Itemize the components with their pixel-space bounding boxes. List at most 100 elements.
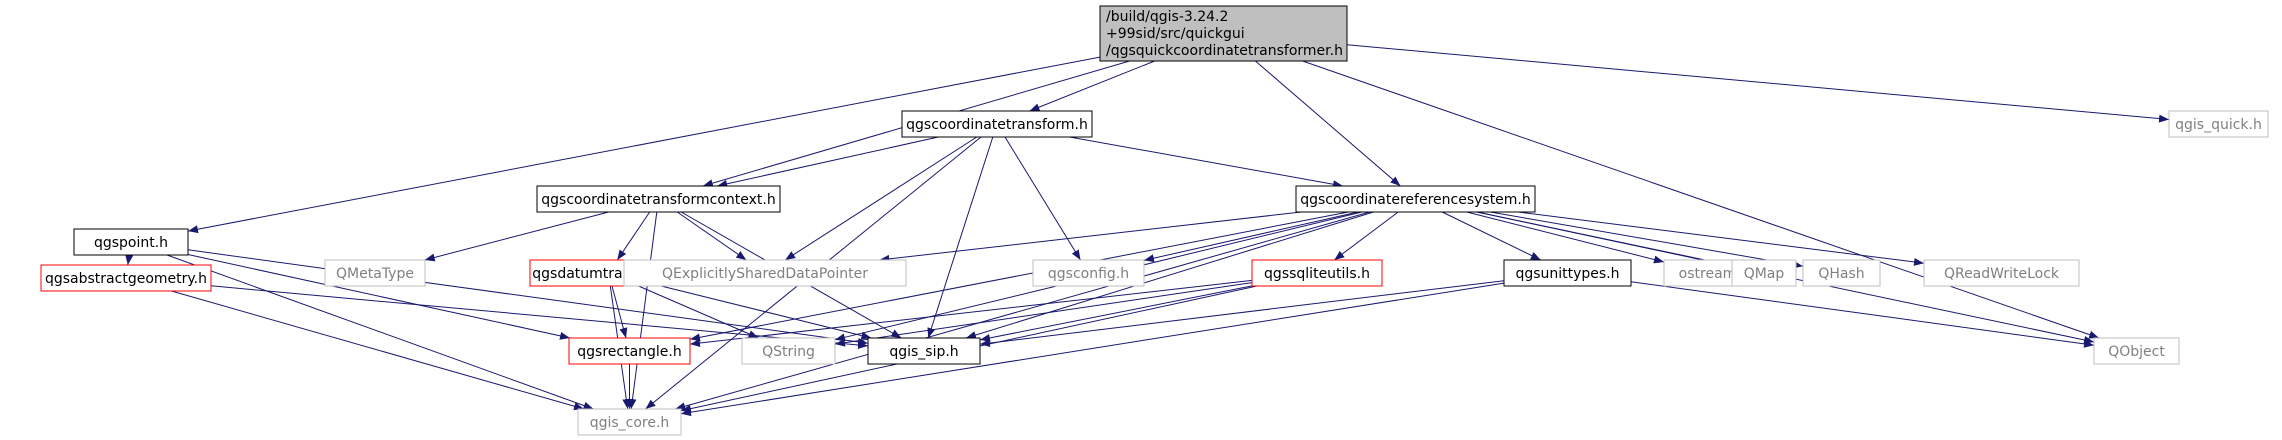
- node-box-qgsunittypes: [1503, 259, 1632, 287]
- node-box-qmap: [1731, 259, 1797, 287]
- node-box-qgsrectangle: [568, 337, 691, 365]
- edge-root-to-qgspoint: [187, 56, 1101, 234]
- node-label-qstring: QString: [762, 344, 815, 360]
- node-label-qgsabstractgeometry: qgsabstractgeometry.h: [45, 271, 207, 287]
- edge-qgscoordinatereferencesystem-to-qhash: [1490, 211, 1804, 269]
- node-qgsconfig[interactable]: qgsconfig.h: [1032, 259, 1145, 287]
- node-root[interactable]: /build/qgis-3.24.2+99sid/src/quickgui/qg…: [1099, 5, 1348, 62]
- edge-qgspoint-to-qgsabstractgeometry: [125, 254, 134, 266]
- node-box-root: [1099, 5, 1348, 62]
- node-qexplicitly[interactable]: QExplicitlySharedDataPointer: [623, 259, 907, 287]
- node-box-qstring: [741, 337, 836, 365]
- edge-qgscoordinatetransformcontext-to-qexplicitly: [676, 211, 747, 261]
- edge-qgscoordinatetransformcontext-to-qmetatype: [424, 211, 609, 262]
- edge-layer: [125, 44, 2170, 417]
- edge-qgscoordinatereferencesystem-to-qgsunittypes: [1441, 211, 1542, 261]
- node-label-root-line-2: /qgsquickcoordinatetransformer.h: [1106, 43, 1343, 59]
- node-label-qgssqliteutils: qgssqliteutils.h: [1264, 266, 1370, 282]
- node-qgssqliteutils[interactable]: qgssqliteutils.h: [1251, 259, 1383, 287]
- edge-root-to-qgis_quick: [1346, 44, 2170, 123]
- edge-qgscoordinatereferencesystem-to-qgssqliteutils: [1333, 211, 1399, 261]
- edge-root-to-qgscoordinatereferencesystem: [1255, 60, 1401, 187]
- node-box-qgspoint: [73, 228, 189, 256]
- edge-qgscoordinatetransformcontext-to-qgis_core: [628, 211, 658, 410]
- node-box-qgis_sip: [867, 337, 981, 365]
- node-label-root-line-1: +99sid/src/quickgui: [1106, 26, 1245, 42]
- node-box-qmetatype: [324, 259, 426, 287]
- edge-qgscoordinatereferencesystem-to-qgsconfig: [1143, 211, 1359, 263]
- edge-root-to-qgscoordinatetransform: [1029, 60, 1155, 112]
- node-qgscoordinatetransform[interactable]: qgscoordinatetransform.h: [901, 110, 1093, 138]
- node-box-qgis_core: [577, 408, 682, 436]
- node-qgscoordinatereferencesystem[interactable]: qgscoordinatereferencesystem.h: [1295, 185, 1536, 213]
- edge-qgsabstractgeometry-to-qgis_sip: [210, 285, 869, 349]
- edge-qgspoint-to-qgsrectangle: [187, 254, 571, 340]
- node-box-qgscoordinatetransform: [901, 110, 1093, 138]
- node-label-qgscoordinatereferencesystem: qgscoordinatereferencesystem.h: [1300, 192, 1531, 208]
- node-label-qgis_quick: qgis_quick.h: [2175, 117, 2262, 133]
- edge-qgscoordinatetransform-to-qexplicitly: [784, 136, 978, 261]
- node-qgis_core[interactable]: qgis_core.h: [577, 408, 682, 436]
- node-qgsabstractgeometry[interactable]: qgsabstractgeometry.h: [40, 264, 212, 292]
- node-qgsunittypes[interactable]: qgsunittypes.h: [1503, 259, 1632, 287]
- node-label-qreadwritelock: QReadWriteLock: [1944, 266, 2060, 282]
- edge-qgspoint-to-qgis_core: [166, 254, 594, 410]
- node-qgspoint[interactable]: qgspoint.h: [73, 228, 189, 256]
- node-label-qgscoordinatetransformcontext: qgscoordinatetransformcontext.h: [541, 192, 775, 208]
- edge-qgsdatumtransform-to-qstring: [638, 285, 759, 339]
- node-layer: /build/qgis-3.24.2+99sid/src/quickgui/qg…: [40, 5, 2269, 436]
- edge-qgssqliteutils-to-qgis_sip: [979, 285, 1253, 342]
- node-box-qgsabstractgeometry: [40, 264, 212, 292]
- node-qgis_quick[interactable]: qgis_quick.h: [2168, 110, 2269, 138]
- node-qmetatype[interactable]: QMetaType: [324, 259, 426, 287]
- node-label-qgspoint: qgspoint.h: [94, 235, 168, 251]
- node-box-qobject: [2093, 337, 2180, 365]
- node-qgscoordinatetransformcontext[interactable]: qgscoordinatetransformcontext.h: [536, 185, 781, 213]
- node-label-qmap: QMap: [1744, 266, 1785, 282]
- node-box-qgscoordinatereferencesystem: [1295, 185, 1536, 213]
- edge-qgscoordinatetransform-to-qgscoordinatereferencesystem: [1069, 136, 1344, 189]
- edge-qgssqliteutils-to-qgsrectangle: [689, 279, 1253, 347]
- node-label-qgsconfig: qgsconfig.h: [1048, 266, 1129, 282]
- edge-qgscoordinatereferencesystem-to-ostream: [1466, 211, 1665, 264]
- node-label-qmetatype: QMetaType: [336, 266, 414, 282]
- node-qgis_sip[interactable]: qgis_sip.h: [867, 337, 981, 365]
- node-qhash[interactable]: QHash: [1802, 259, 1881, 287]
- edge-qgscoordinatetransform-to-qgis_sip: [927, 136, 994, 339]
- node-label-ostream: ostream: [1679, 266, 1737, 282]
- node-qobject[interactable]: QObject: [2093, 337, 2180, 365]
- node-label-qexplicitly: QExplicitlySharedDataPointer: [662, 266, 868, 282]
- node-qmap[interactable]: QMap: [1731, 259, 1797, 287]
- edge-qgssqliteutils-to-qstring: [834, 282, 1253, 347]
- node-box-qhash: [1802, 259, 1881, 287]
- node-box-qgssqliteutils: [1251, 259, 1383, 287]
- edge-qgscoordinatereferencesystem-to-qgis_sip: [965, 211, 1374, 339]
- node-box-qgscoordinatetransformcontext: [536, 185, 781, 213]
- edge-qgscoordinatetransformcontext-to-qgsdatumtransform: [616, 211, 651, 261]
- node-box-qgis_quick: [2168, 110, 2269, 138]
- edge-root-to-qobject: [1302, 60, 2100, 339]
- node-qgsrectangle[interactable]: qgsrectangle.h: [568, 337, 691, 365]
- node-box-qreadwritelock: [1923, 259, 2080, 287]
- node-qreadwritelock[interactable]: QReadWriteLock: [1923, 259, 2080, 287]
- edge-qgsdatumtransform-to-qgis_sip: [660, 285, 872, 340]
- node-label-qgis_core: qgis_core.h: [590, 415, 670, 431]
- edge-qgsdatumtransform-to-qgsrectangle: [611, 285, 628, 339]
- edge-qgspoint-to-qgis_sip: [187, 249, 869, 346]
- node-box-qexplicitly: [623, 259, 907, 287]
- edge-qgsunittypes-to-qgis_core: [680, 282, 1505, 417]
- node-qstring[interactable]: QString: [741, 337, 836, 365]
- edge-qgscoordinatetransform-to-qgsconfig: [1004, 136, 1081, 261]
- node-label-qobject: QObject: [2108, 344, 2165, 360]
- edge-qgsabstractgeometry-to-qgis_core: [171, 290, 585, 411]
- edge-qgscoordinatereferencesystem-to-qgis_core: [675, 211, 1370, 411]
- edge-qgscoordinatereferencesystem-to-qexplicitly: [879, 211, 1302, 263]
- node-label-qgscoordinatetransform: qgscoordinatetransform.h: [906, 117, 1088, 133]
- edge-qgsunittypes-to-qobject: [1630, 281, 2095, 348]
- edge-qgscoordinatereferencesystem-to-qreadwritelock: [1518, 211, 1925, 266]
- edge-qgscoordinatetransform-to-qgscoordinatetransformcontext: [717, 136, 939, 188]
- node-label-root-line-0: /build/qgis-3.24.2: [1106, 9, 1228, 25]
- edge-qgsunittypes-to-qgis_sip: [979, 280, 1505, 347]
- node-label-qgsrectangle: qgsrectangle.h: [577, 344, 681, 360]
